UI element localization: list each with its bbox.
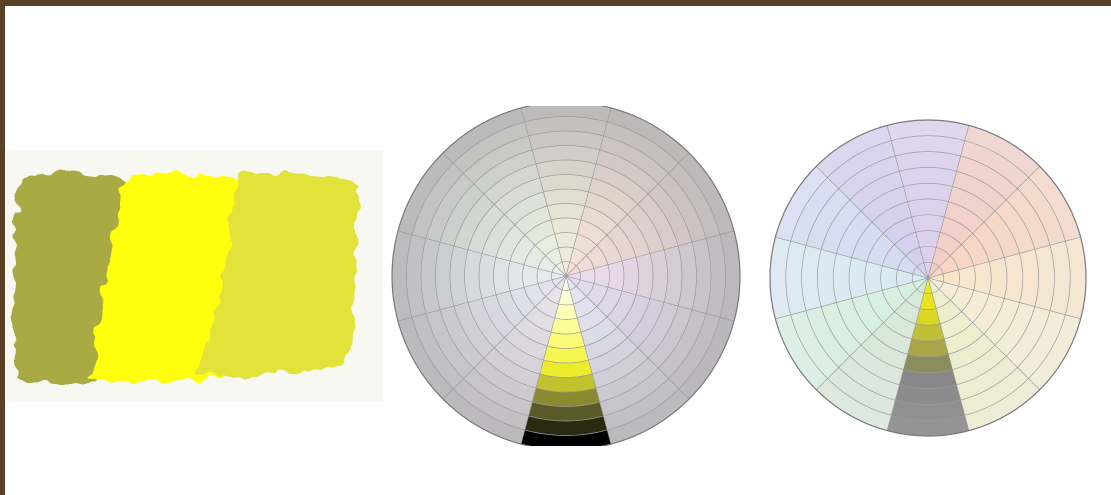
wheel-cell-s3-r4 [849,258,867,299]
wheel-cell-s6-r3 [912,215,945,232]
wheel-cell-s0-r3 [912,324,945,341]
wheel-cell-s9-r3 [608,261,624,291]
wheel-cell-s0-r4 [908,339,949,357]
wheel-cell-s0-r5 [543,346,588,363]
wheel-cell-s6-r4 [908,199,949,217]
wheel-cell-s3-r3 [508,261,524,291]
wheel-cell-s9-r4 [622,257,638,295]
wheel-cell-s0-r4 [547,332,585,348]
wheel-cell-s9-r5 [636,253,653,298]
wheel-cell-s3-r4 [494,257,510,295]
wheel-cell-s9-r5 [1004,253,1022,302]
wheel-cell-s3-r5 [479,253,496,298]
wheel-cell-s6-r3 [551,218,581,234]
wheel-cell-s9-r4 [989,258,1007,299]
wheel-cell-s9-r3 [974,262,991,295]
yellow-swatches [5,150,383,402]
color-wheel-2 [768,113,1088,443]
wheel-cell-s0-r5 [903,354,952,372]
wheel-cell-s3-r5 [833,253,851,302]
wheel-cell-s3-r3 [865,262,882,295]
wheel-cell-s6-r5 [903,183,952,201]
color-wheel-1 [388,106,744,446]
wheel-cell-s0-r3 [551,318,581,334]
wheel-cell-s6-r5 [543,189,588,206]
wheel-cell-s6-r4 [547,204,585,220]
frame-top-border [0,0,1111,6]
